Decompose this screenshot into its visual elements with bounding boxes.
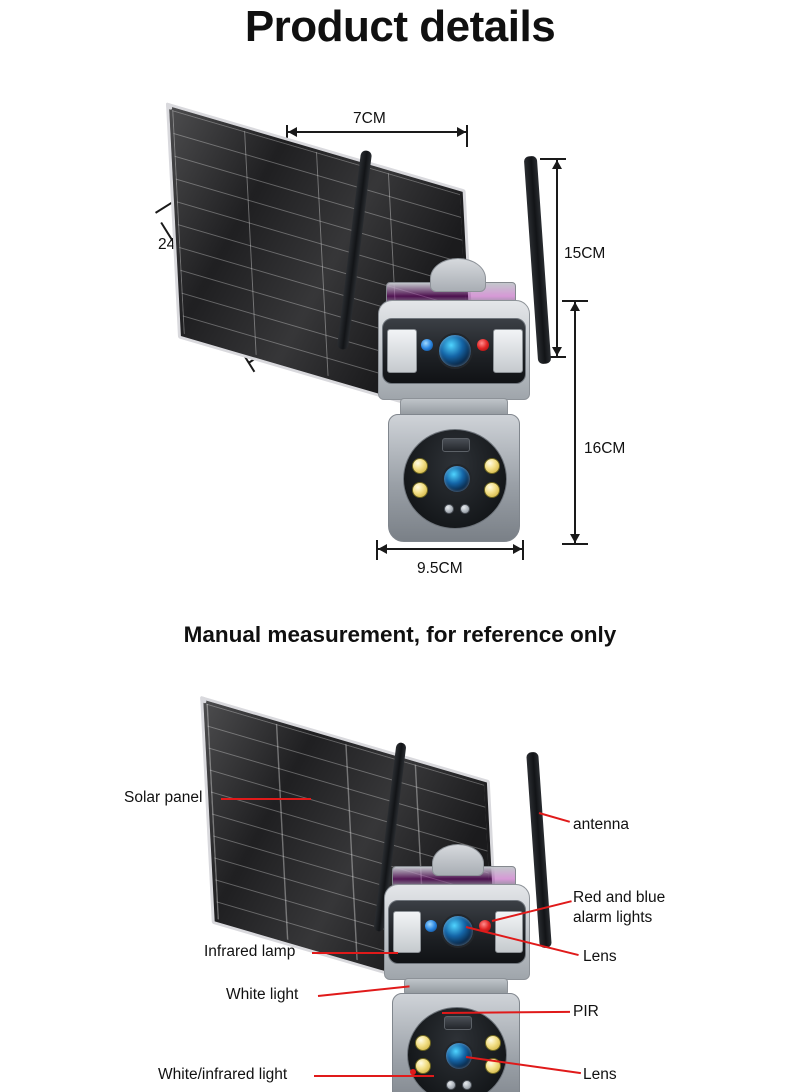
- dim-16cm-line: [574, 300, 576, 545]
- dim-9-5cm-tick-left: [376, 540, 378, 560]
- dome-face-bottom: [407, 1007, 507, 1092]
- dim-9-5cm-tick-right: [522, 540, 524, 560]
- callout-label-white-light: White light: [226, 986, 299, 1003]
- camera-face-top: [382, 318, 526, 384]
- white-led-1-bottom: [415, 1035, 431, 1051]
- callout-label-white-infrared-light: White/infrared light: [158, 1066, 288, 1083]
- callout-label-antenna: antenna: [573, 816, 630, 833]
- dim-15cm-label: 15CM: [564, 245, 606, 262]
- dim-15cm-tick-top: [540, 158, 566, 160]
- dim-9-5cm-arrow-left: [378, 544, 387, 554]
- callout-label-solar-panel: Solar panel: [124, 789, 203, 806]
- infrared-lamp-left-top: [387, 329, 417, 373]
- leader-white-infrared-light: [314, 1075, 434, 1077]
- ir-led-center-top: [444, 504, 454, 514]
- subheading: Manual measurement, for reference only: [183, 622, 617, 647]
- callout-label-lens-top: Lens: [583, 948, 617, 965]
- dim-15cm-arrow-down: [552, 347, 562, 356]
- white-led-2-top: [412, 482, 428, 498]
- dome-face-top: [403, 429, 507, 529]
- dim-16cm-arrow-down: [570, 534, 580, 543]
- alarm-light-blue-bottom: [425, 920, 437, 932]
- dim-16cm-arrow-up: [570, 302, 580, 311]
- white-led-1-top: [412, 458, 428, 474]
- callout-label-alarm-lights-line1: Red and blue: [573, 889, 666, 906]
- dim-9-5cm-arrow-right: [513, 544, 522, 554]
- dim-7cm-line: [286, 131, 468, 133]
- camera-cap-bottom: [432, 844, 484, 876]
- dim-16cm-tick-bottom: [562, 543, 588, 545]
- callout-label-infrared-lamp: Infrared lamp: [204, 943, 296, 960]
- pir-sensor-top: [442, 438, 470, 452]
- dim-7cm-label: 7CM: [353, 110, 386, 127]
- dim-9-5cm-line: [376, 548, 524, 550]
- ir-led-center-2-top: [460, 504, 470, 514]
- white-led-3-bottom: [485, 1035, 501, 1051]
- infrared-lamp-right-bottom: [495, 911, 523, 953]
- infrared-lamp-right-top: [493, 329, 523, 373]
- dim-9-5cm-label: 9.5CM: [417, 560, 463, 577]
- camera-dome-bottom: [392, 993, 520, 1092]
- antenna-right-bottom: [526, 751, 552, 949]
- white-led-3-top: [484, 458, 500, 474]
- ir-led-center-2-bottom: [462, 1080, 472, 1090]
- dim-7cm-tick-left: [286, 125, 288, 147]
- dim-16cm-label: 16CM: [584, 440, 626, 457]
- leader-antenna: [538, 812, 571, 823]
- dim-15cm-arrow-up: [552, 160, 562, 169]
- dim-15cm-tick-bottom: [540, 356, 566, 358]
- infrared-lamp-left-bottom: [393, 911, 421, 953]
- alarm-light-blue-top: [421, 339, 433, 351]
- camera-cap-top: [430, 258, 486, 292]
- callout-label-lens-bottom: Lens: [583, 1066, 617, 1083]
- lens-lower-bottom: [444, 1041, 474, 1071]
- leader-solar-panel: [221, 798, 311, 800]
- camera-dome-top: [388, 414, 520, 542]
- lens-upper-bottom: [441, 914, 475, 948]
- dim-7cm-tick-right: [466, 125, 468, 147]
- white-led-4-top: [484, 482, 500, 498]
- leader-infrared-lamp: [312, 952, 398, 954]
- ir-led-center-bottom: [446, 1080, 456, 1090]
- dim-15cm-line: [556, 158, 558, 358]
- white-led-2-bottom: [415, 1058, 431, 1074]
- dim-7cm-arrow-left: [288, 127, 297, 137]
- lens-lower-top: [442, 464, 472, 494]
- lens-upper-top: [437, 333, 473, 369]
- page-title: Product details: [244, 2, 556, 51]
- dim-7cm-arrow-right: [457, 127, 466, 137]
- pir-sensor-bottom: [444, 1016, 472, 1030]
- leader-dot-white-infrared-light: [410, 1069, 416, 1075]
- alarm-light-red-top: [477, 339, 489, 351]
- dim-16cm-tick-top: [562, 300, 588, 302]
- camera-face-bottom: [388, 900, 526, 964]
- callout-label-pir: PIR: [573, 1003, 599, 1020]
- callout-label-alarm-lights-line2: alarm lights: [573, 909, 653, 926]
